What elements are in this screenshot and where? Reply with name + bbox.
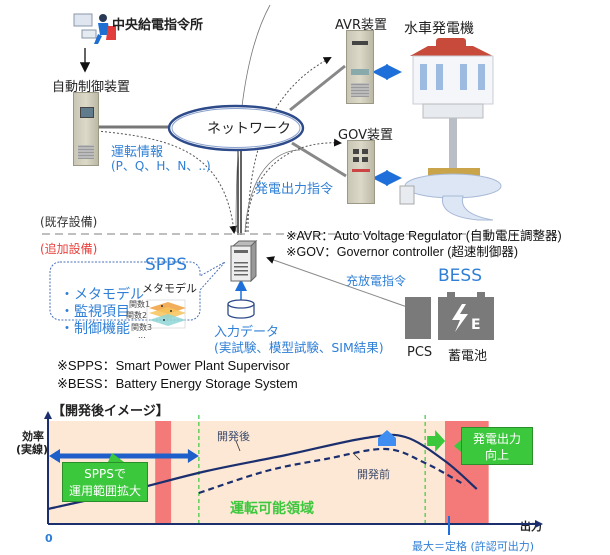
battery-letter: E <box>471 317 481 333</box>
water-turbine-generator-image <box>398 36 513 221</box>
origin-label: 0 <box>45 532 53 545</box>
gov-device-label: GOV装置 <box>338 128 393 143</box>
existing-equipment-label: (既存設備) <box>40 215 98 229</box>
dispatch-center-label: 中央給電指令所 <box>112 18 204 33</box>
x-axis-arrowhead <box>535 520 543 528</box>
before-label-leader <box>352 452 361 461</box>
callout-line: 発電出力 <box>472 432 521 446</box>
gov-cabinet <box>347 140 375 204</box>
function-label: 関数2 <box>126 311 148 320</box>
input-data-label: 入力データ <box>214 325 280 340</box>
bess-note: ※BESS：Battery Energy Storage System <box>57 376 298 391</box>
spps-bullet-list: ・メタモデル ・監視項目 ・制御機能 <box>60 287 144 338</box>
callout-line: 向上 <box>484 448 509 462</box>
operation-info-label: 運転情報 <box>111 145 164 160</box>
charge-command-line <box>266 256 411 309</box>
gov-link <box>291 141 347 178</box>
network-label: ネットワーク <box>207 121 291 137</box>
spps-bullet: ・メタモデル <box>60 287 144 303</box>
y-axis-arrowhead <box>44 411 52 419</box>
metamodel-title: メタモデル <box>142 282 197 295</box>
chart-title: 【開発後イメージ】 <box>52 404 169 419</box>
callout-line: 運用範囲拡大 <box>68 484 141 498</box>
lower-limit-band <box>155 421 172 523</box>
pcs-icon <box>405 297 431 339</box>
avr-link <box>289 64 346 112</box>
function-label: 関数1 <box>129 300 151 309</box>
connection-lines <box>42 4 555 321</box>
auto-control-label: 自動制御装置 <box>52 80 131 95</box>
series-label-before: 開発前 <box>357 468 390 481</box>
spps-title: SPPS <box>145 255 188 275</box>
after-label-leader <box>235 440 241 452</box>
operation-params-label: (P、Q、H、N、..) <box>111 159 211 173</box>
operator-icon <box>72 12 120 48</box>
spps-range-callout: SPPSで 運用範囲拡大 <box>62 462 148 502</box>
output-increase-arrow <box>427 430 446 452</box>
spps-bullet: ・監視項目 <box>60 304 130 320</box>
range-arrowhead-right <box>187 449 199 463</box>
pcs-label: PCS <box>407 345 433 360</box>
avr-device-label: AVR装置 <box>335 18 387 33</box>
metamodel-surface-plot <box>146 298 188 330</box>
spps-callout-bubble <box>49 261 226 321</box>
y-axis-label-1: 効率 <box>22 430 44 443</box>
series-label-after: 開発後 <box>217 430 250 443</box>
y-axis-label-2: (実線) <box>16 443 49 456</box>
avr-cabinet <box>346 30 374 104</box>
spps-server-icon <box>229 239 258 283</box>
gov-note: ※GOV：Governor controller (超速制御器) <box>286 245 519 259</box>
battery-label: 蓄電池 <box>448 349 488 364</box>
charge-command-label: 充放電指令 <box>346 274 407 288</box>
bess-title: BESS <box>438 266 482 286</box>
spps-bullet: ・制御機能 <box>60 321 130 337</box>
avr-note: ※AVR：Auto Voltage Regulator (自動電圧調整器) <box>286 229 562 243</box>
database-icon <box>227 299 255 319</box>
network-ellipse <box>167 104 305 152</box>
output-increase-callout: 発電出力 向上 <box>461 427 533 465</box>
battery-icon: E <box>438 292 494 340</box>
function-label: 関数3 <box>131 323 153 332</box>
spps-callout-pointer <box>108 453 124 462</box>
operable-region-label: 運転可能領域 <box>230 501 314 517</box>
input-sources-label: (実試験、模型試験、SIM結果) <box>214 340 384 355</box>
auto-control-cabinet <box>73 92 99 166</box>
output-callout-pointer <box>454 440 461 452</box>
improvement-up-arrow <box>378 430 396 446</box>
generator-label: 水車発電機 <box>404 21 474 37</box>
callout-line: SPPSで <box>84 467 126 481</box>
rated-output-label: 最大＝定格 (許認可出力) <box>412 540 535 553</box>
spps-note: ※SPPS：Smart Power Plant Supervisor <box>57 358 290 373</box>
added-equipment-label: (追加設備) <box>40 242 98 256</box>
function-label: ... <box>138 331 146 340</box>
range-arrowhead-left <box>49 449 60 463</box>
output-command-label: 発電出力指令 <box>255 182 334 197</box>
